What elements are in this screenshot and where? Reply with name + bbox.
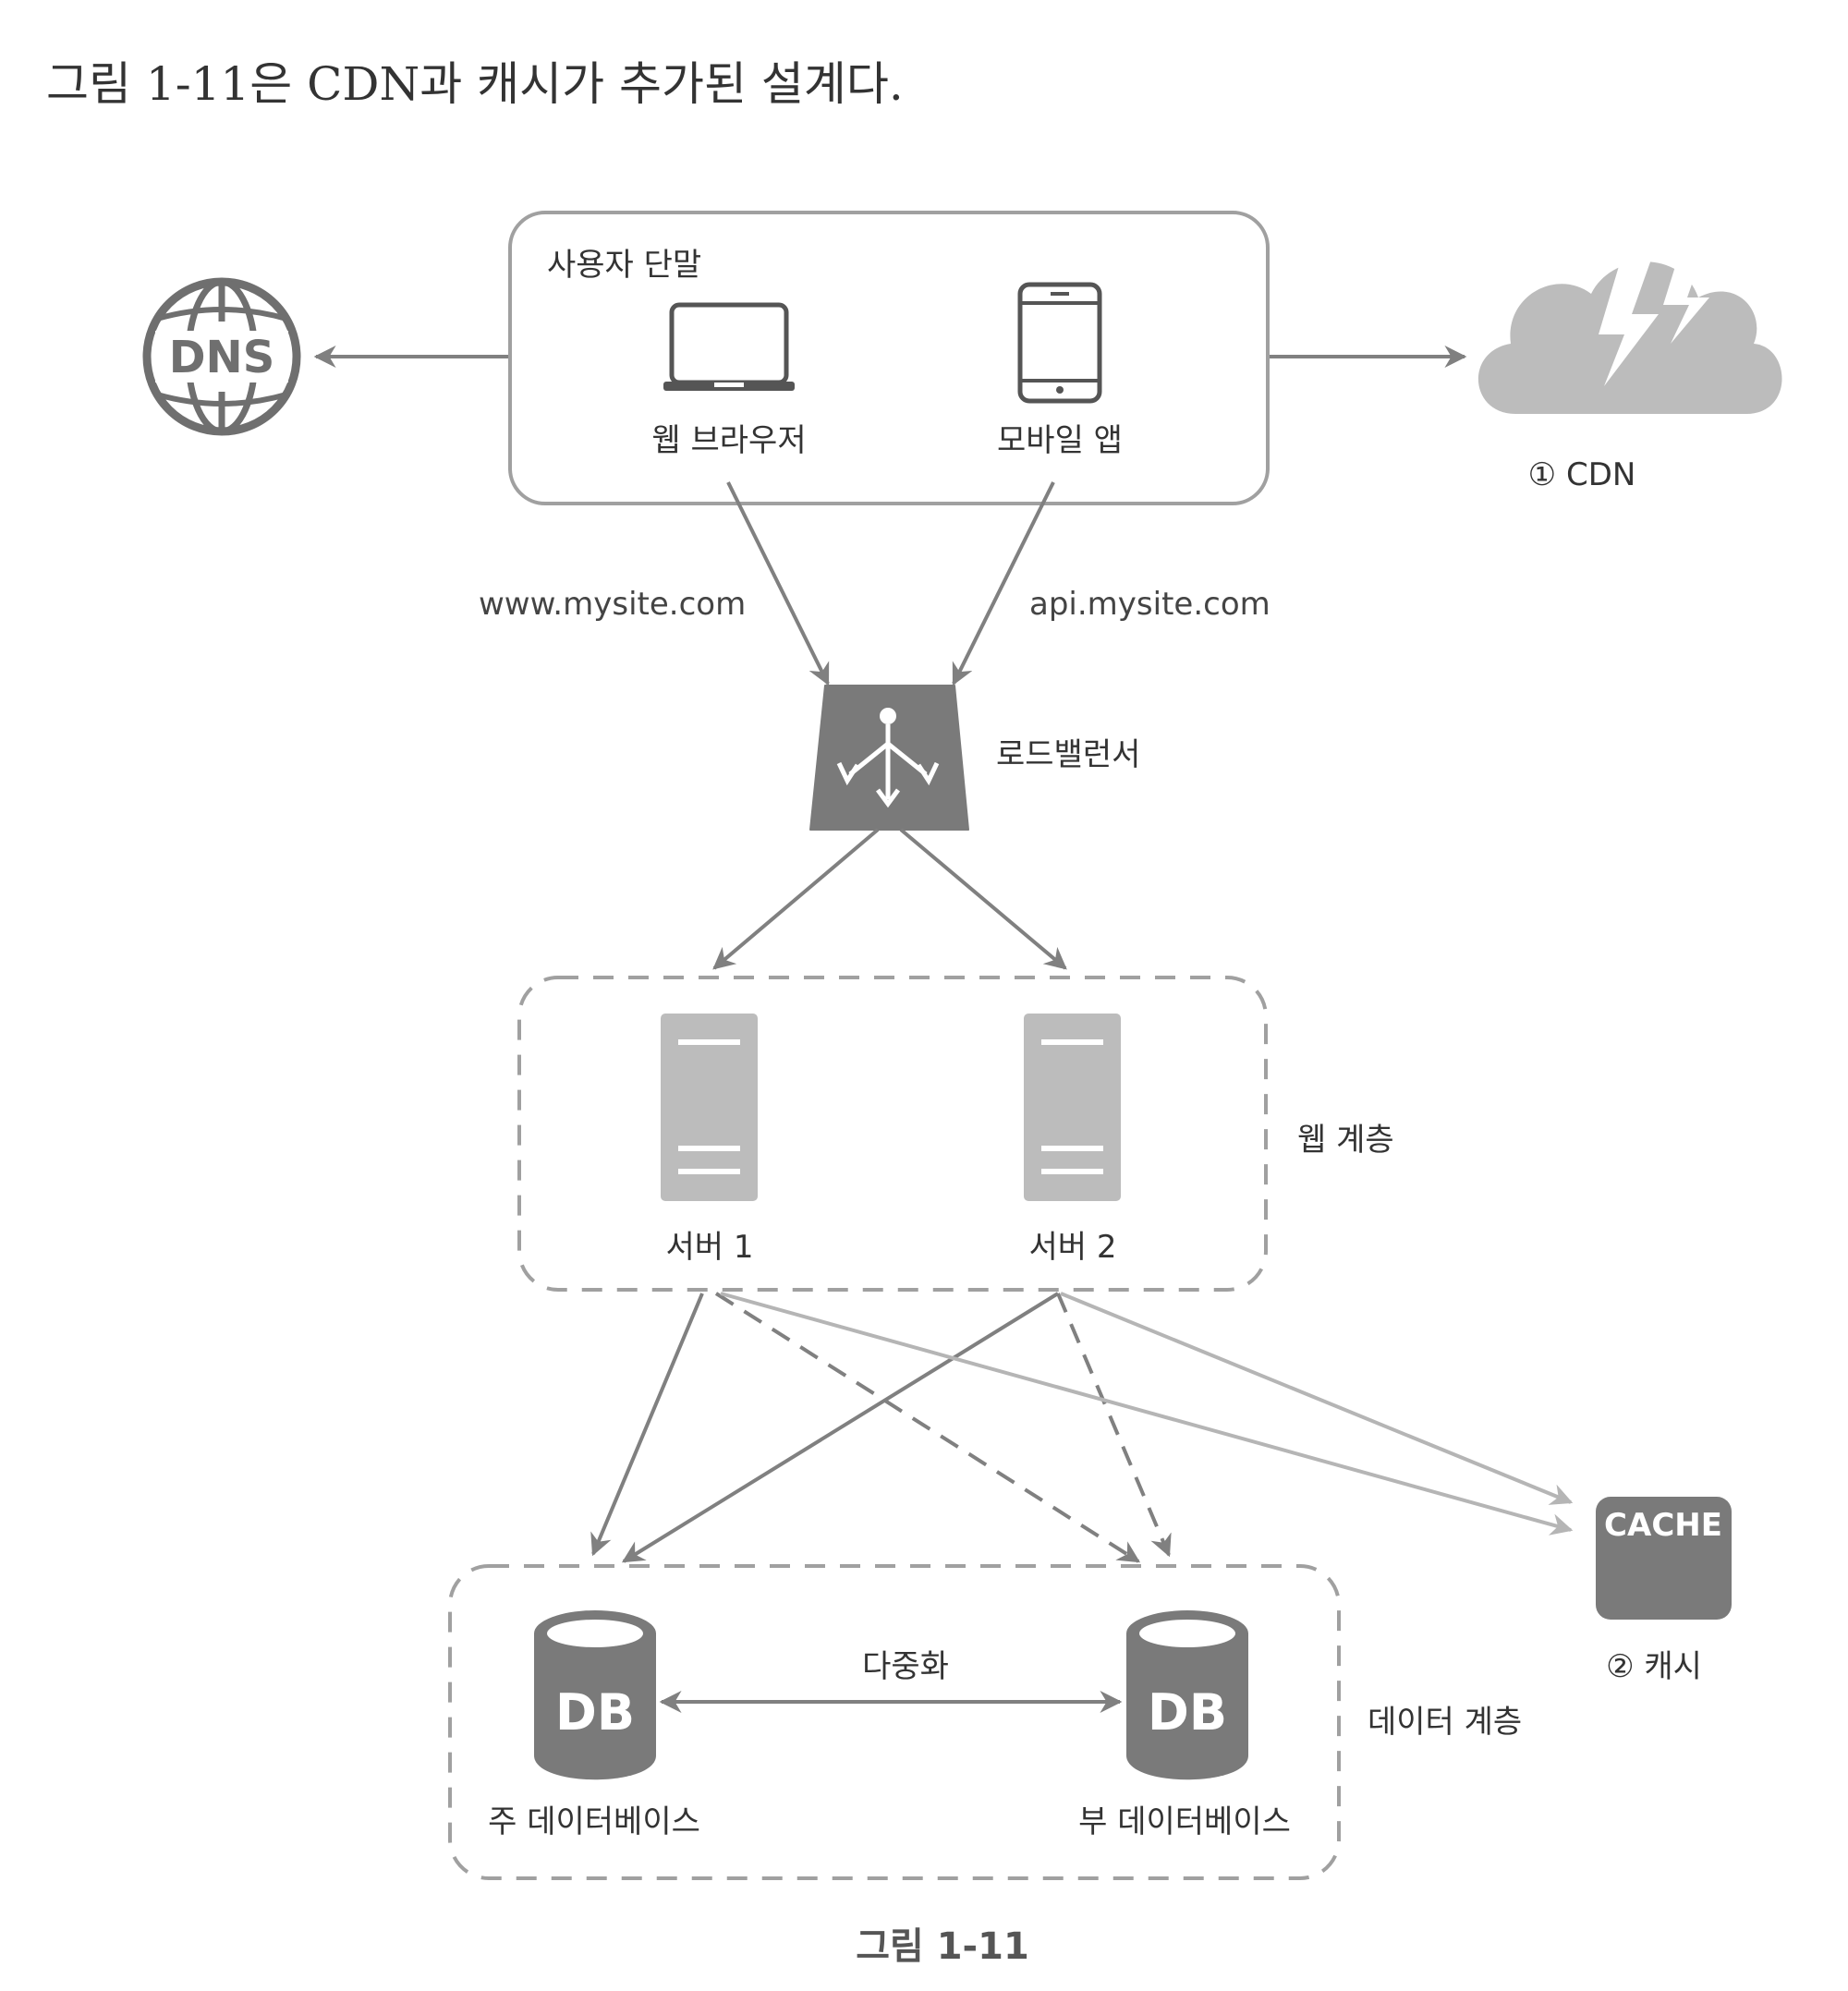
domain-api-label: api.mysite.com (1029, 586, 1270, 623)
web-browser-label: 웹 브라우저 (651, 422, 806, 459)
cdn-label: ① CDN (1528, 456, 1636, 493)
slave-db-icon (1126, 1610, 1248, 1780)
load-balancer-label: 로드밸런서 (996, 736, 1140, 773)
replication-label: 다중화 (862, 1648, 949, 1685)
server1-label: 서버 1 (666, 1229, 754, 1266)
cache-label: ② 캐시 (1606, 1648, 1702, 1685)
user-devices-group: 사용자 단말 웹 브라우저 모바일 앱 (508, 211, 1270, 505)
master-db-icon (534, 1610, 656, 1780)
arrow-server1-to-slave-db (714, 1292, 1141, 1563)
slave-db-icon-text: DB (1148, 1683, 1227, 1742)
arrow-lb-to-server2 (899, 828, 1067, 970)
user-devices-title: 사용자 단말 (547, 247, 701, 284)
arrow-server2-to-slave-db (1056, 1293, 1172, 1558)
data-tier-label: 데이터 계층 (1368, 1704, 1522, 1741)
slave-db-label: 부 데이터베이스 (1078, 1803, 1291, 1840)
arrow-server1-to-cache (720, 1292, 1574, 1536)
load-balancer-icon (809, 685, 969, 831)
user-devices-box (508, 211, 1270, 505)
master-db-label: 주 데이터베이스 (488, 1803, 700, 1840)
server1-icon (661, 1014, 758, 1201)
arrow-server2-to-master-db (621, 1292, 1060, 1563)
arrow-api-to-lb (952, 481, 1055, 686)
cache-box-text: CACHE (1604, 1507, 1722, 1544)
master-db-icon-text: DB (555, 1683, 635, 1742)
server2-label: 서버 2 (1029, 1229, 1117, 1266)
cache-icon (1596, 1497, 1732, 1620)
domain-web-label: www.mysite.com (479, 586, 746, 623)
arrow-lb-to-server1 (712, 828, 880, 970)
intro-text: 그림 1-11은 CDN과 캐시가 추가된 설계다. (46, 57, 904, 111)
web-tier-label: 웹 계층 (1297, 1122, 1394, 1159)
cdn-cloud-icon (1477, 257, 1782, 414)
laptop-icon (663, 302, 795, 391)
web-tier-box (517, 976, 1268, 1292)
arrow-server2-to-cache (1060, 1292, 1574, 1505)
figure-caption: 그림 1-11 (856, 1925, 1029, 1968)
data-tier-box (448, 1564, 1341, 1880)
mobile-app-label: 모바일 앱 (997, 422, 1123, 459)
dns-globe-icon (142, 277, 301, 436)
arrow-server1-to-master-db (590, 1293, 704, 1557)
dns-label: DNS (169, 332, 275, 383)
arrow-web-to-lb (726, 481, 830, 686)
mobile-phone-icon (1017, 282, 1102, 404)
server2-icon (1024, 1014, 1121, 1201)
